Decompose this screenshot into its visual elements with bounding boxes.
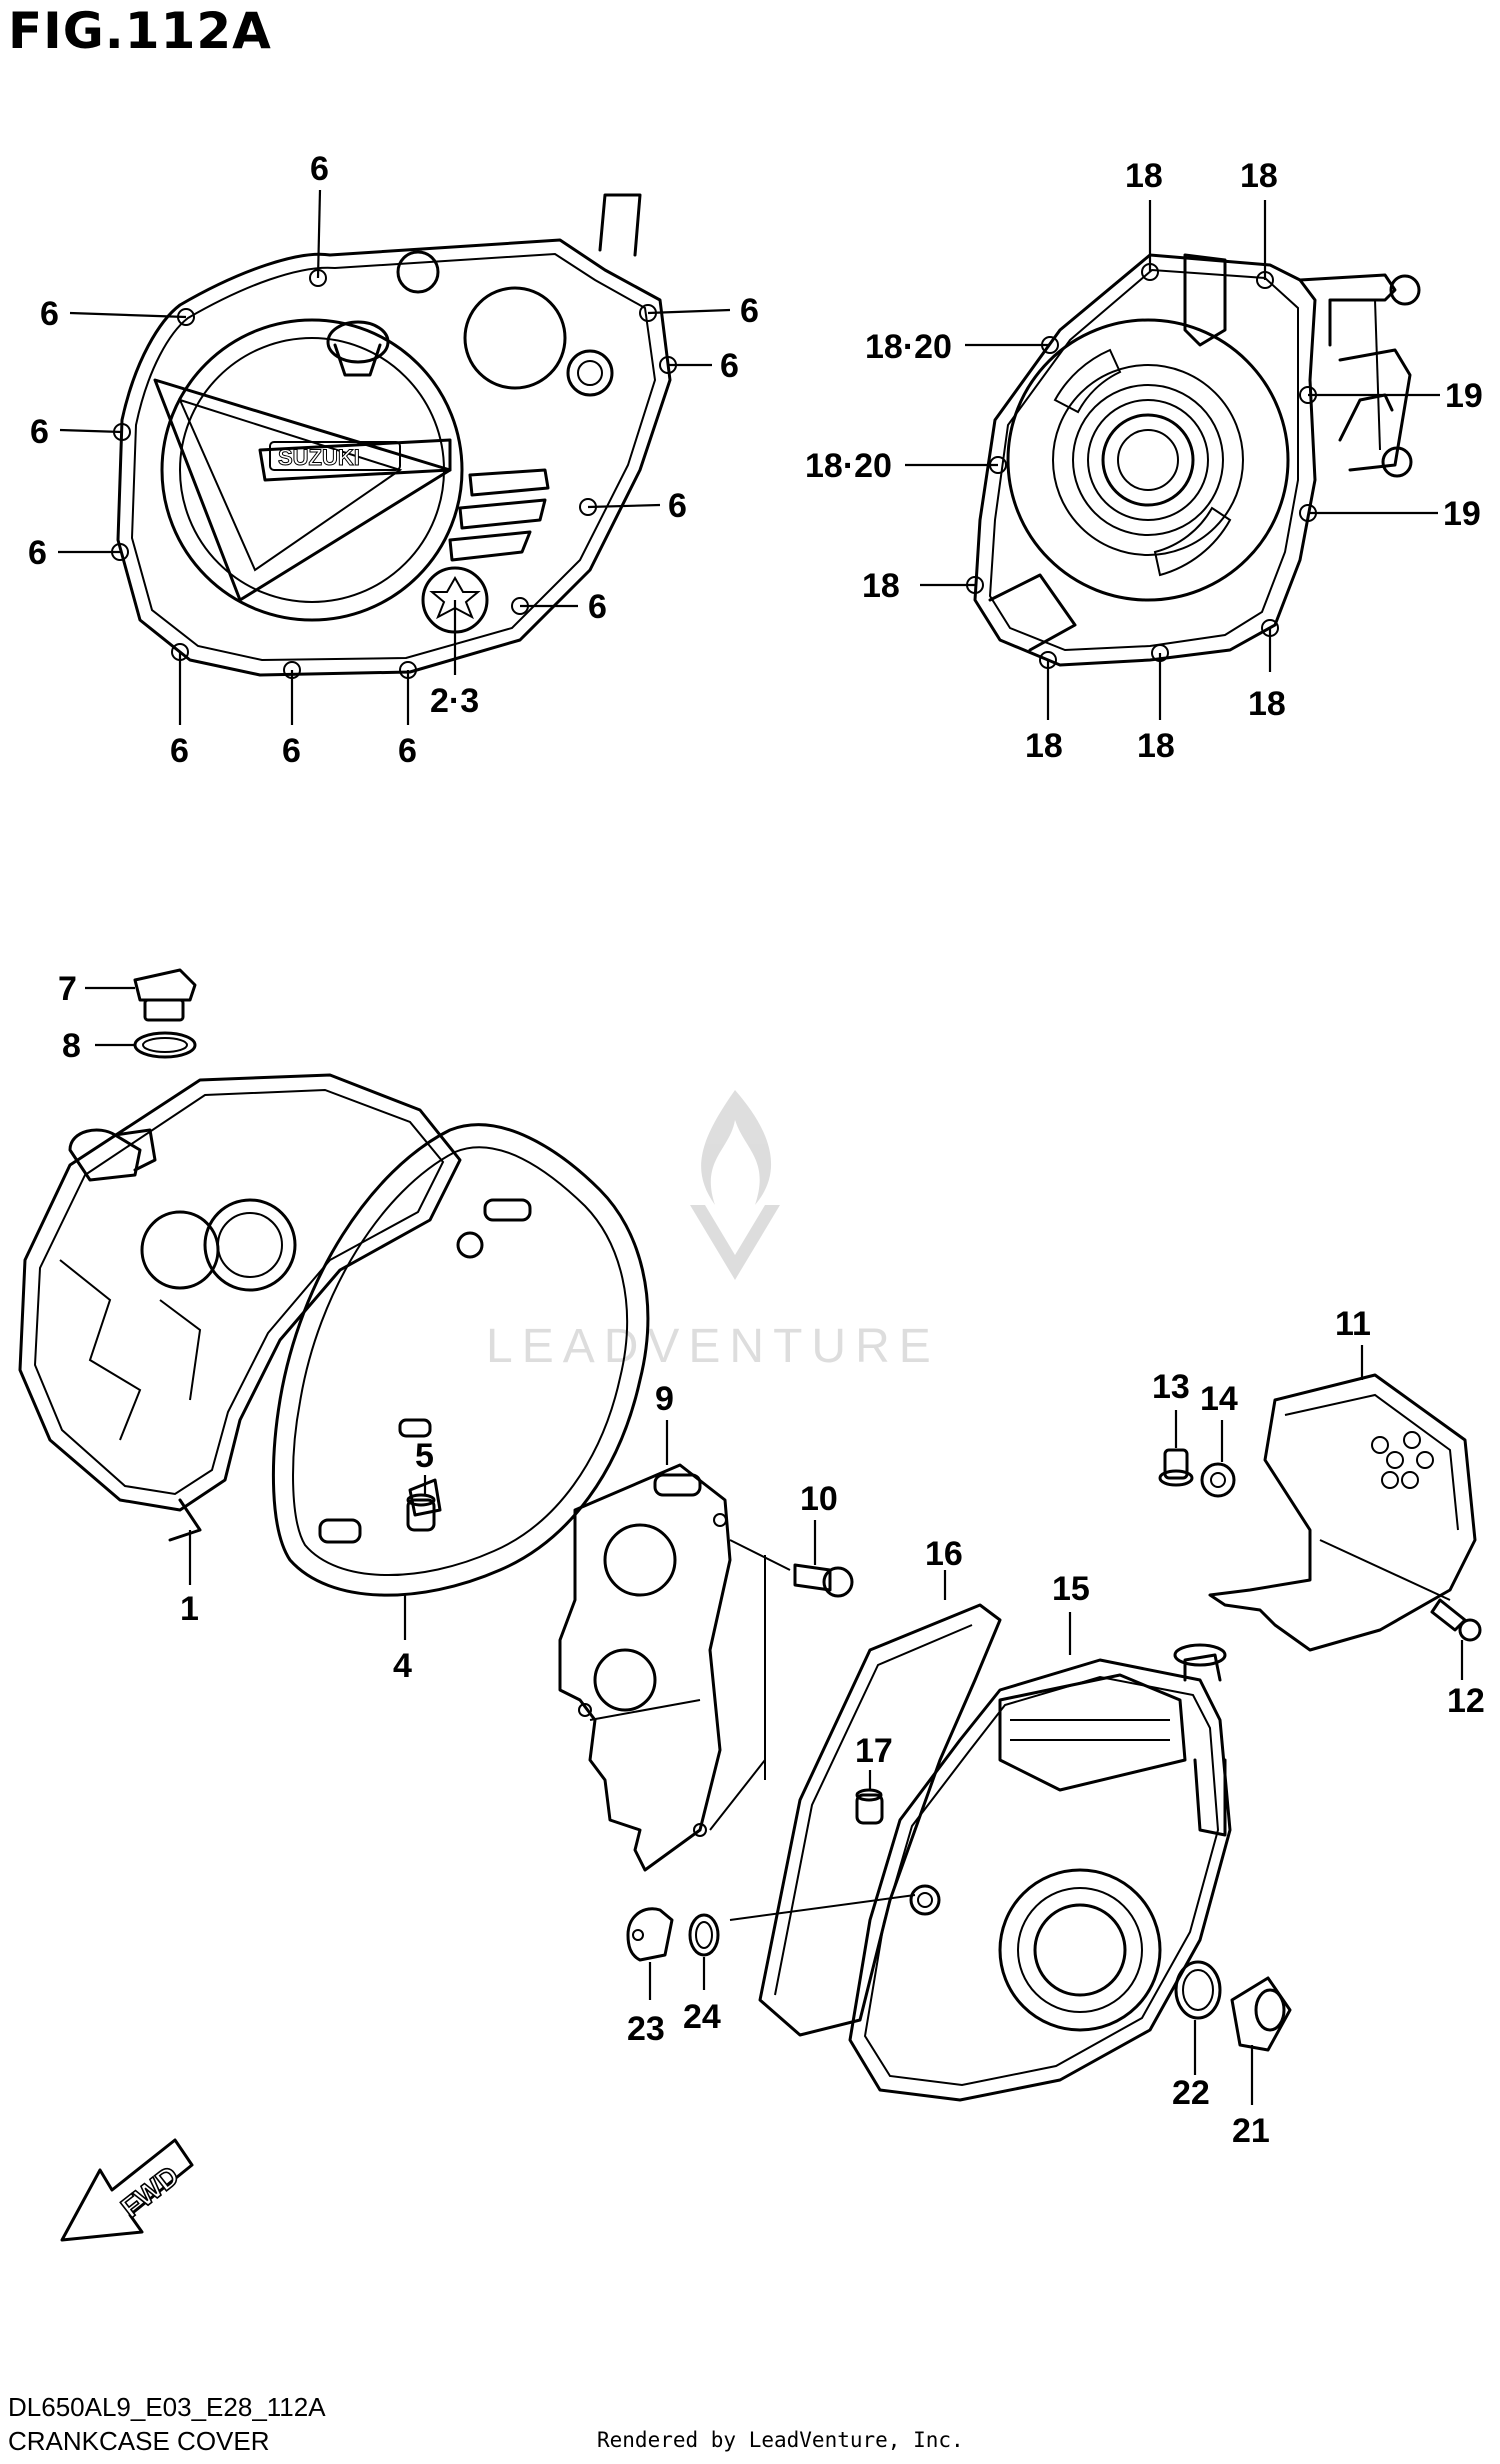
callout-6-bottom-3: 6 xyxy=(398,732,417,770)
callout-15: 15 xyxy=(1052,1570,1090,1608)
callout-2-3: 2·3 xyxy=(430,682,479,720)
callout-7: 7 xyxy=(58,970,77,1008)
callout-6-right-upper: 6 xyxy=(740,292,759,330)
callout-10: 10 xyxy=(800,1480,838,1518)
cover-11-drawing xyxy=(1208,1345,1477,1652)
callout-18-bottom-left: 18 xyxy=(1025,727,1063,765)
callout-18-left: 18 xyxy=(862,567,900,605)
callout-18-top-right: 18 xyxy=(1240,157,1278,195)
callout-18-20-lower: 18·20 xyxy=(805,447,892,485)
dowel-pin-17-drawing xyxy=(855,1770,884,1825)
callout-6-bottom-1: 6 xyxy=(170,732,189,770)
callout-21: 21 xyxy=(1232,2112,1270,2150)
bolt-13-collar-14-drawing xyxy=(1158,1410,1236,1498)
callout-16: 16 xyxy=(925,1535,963,1573)
clutch-cover-drawing: SUZUKI xyxy=(116,193,672,677)
callout-4: 4 xyxy=(393,1647,412,1685)
callout-6-left-upper: 6 xyxy=(40,295,59,333)
callout-6-left-lower: 6 xyxy=(28,534,47,572)
watermark-text: LEADVENTURE xyxy=(486,1320,940,1373)
fwd-text: FWD xyxy=(115,2160,184,2224)
callout-18-right-bottom: 18 xyxy=(1248,685,1286,723)
callout-18-bottom-middle: 18 xyxy=(1137,727,1175,765)
generator-cover-leaders xyxy=(905,200,1440,720)
callout-23: 23 xyxy=(627,2010,665,2048)
plate-drawing xyxy=(558,1420,732,1872)
callout-6-right-middle: 6 xyxy=(720,347,739,385)
callout-6-left-middle: 6 xyxy=(30,413,49,451)
starter-cover-drawing xyxy=(729,1570,1232,2102)
crankcase-cover-drawing xyxy=(18,1073,462,1585)
plug-23-washer-24-drawing xyxy=(626,1907,720,2000)
callout-6-right-lower: 6 xyxy=(668,487,687,525)
oil-filler-cap-drawing xyxy=(85,968,197,1059)
diagram-caption: CRANKCASE COVER xyxy=(8,2426,270,2456)
callout-6-bottom-2: 6 xyxy=(282,732,301,770)
dowel-pin-drawing xyxy=(406,1475,436,1532)
callout-8: 8 xyxy=(62,1027,81,1065)
screw-12-drawing xyxy=(1430,1598,1482,1680)
clutch-cover-leaders xyxy=(58,189,731,725)
generator-cover-labels: 18 18 18·20 19 18·20 19 18 18 18 18 xyxy=(805,157,1483,765)
figure-title: FIG.112A xyxy=(8,2,272,60)
callout-6-right-bottom: 6 xyxy=(588,588,607,626)
callout-24: 24 xyxy=(683,1998,721,2036)
callout-9: 9 xyxy=(655,1380,674,1418)
callout-22: 22 xyxy=(1172,2074,1210,2112)
bolt-10-drawing xyxy=(709,1520,854,1831)
callout-18-top-left: 18 xyxy=(1125,157,1163,195)
callout-19-upper: 19 xyxy=(1445,377,1483,415)
callout-12: 12 xyxy=(1447,1682,1485,1720)
fwd-arrow-icon: FWD xyxy=(60,2138,194,2242)
callout-14: 14 xyxy=(1200,1380,1238,1418)
callout-6-top: 6 xyxy=(310,150,329,188)
diagram-code: DL650AL9_E03_E28_112A xyxy=(8,2392,326,2422)
callout-13: 13 xyxy=(1152,1368,1190,1406)
callout-5: 5 xyxy=(415,1437,434,1475)
clutch-cover-labels: 6 6 6 6 6 6 6 6 6 6 6 2·3 xyxy=(28,150,759,770)
callout-18-20-upper: 18·20 xyxy=(865,328,952,366)
callout-19-lower: 19 xyxy=(1443,495,1481,533)
plug-21-oring-22-drawing xyxy=(1174,1960,1292,2105)
generator-cover-drawing xyxy=(973,253,1421,667)
callout-11: 11 xyxy=(1335,1305,1371,1343)
callout-1: 1 xyxy=(180,1590,199,1628)
leadventure-watermark: LEADVENTURE xyxy=(486,1090,940,1373)
gasket-drawing xyxy=(271,1123,650,1640)
callout-17: 17 xyxy=(855,1732,893,1770)
suzuki-logo: SUZUKI xyxy=(278,445,360,470)
rendered-by-credit: Rendered by LeadVenture, Inc. xyxy=(597,2428,964,2452)
